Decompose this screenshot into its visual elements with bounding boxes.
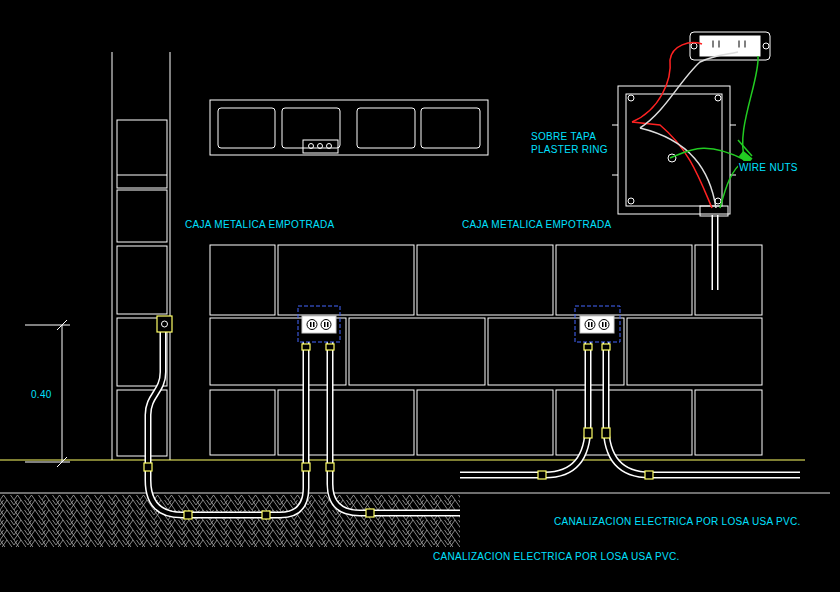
box-label: CAJA METALICA EMPOTRADA — [461, 218, 613, 231]
conduit-note: CANALIZACION ELECTRICA POR LOSA USA PVC. — [432, 550, 681, 563]
conduit-note: CANALIZACION ELECTRICA POR LOSA USA PVC. — [553, 515, 802, 528]
box-label: CAJA METALICA EMPOTRADA — [184, 218, 336, 231]
callout-note: SOBRE TAPA PLASTER RING — [530, 130, 612, 156]
callout-note: WIRE NUTS — [738, 161, 799, 174]
dimension-text: 0.40 — [30, 388, 53, 401]
